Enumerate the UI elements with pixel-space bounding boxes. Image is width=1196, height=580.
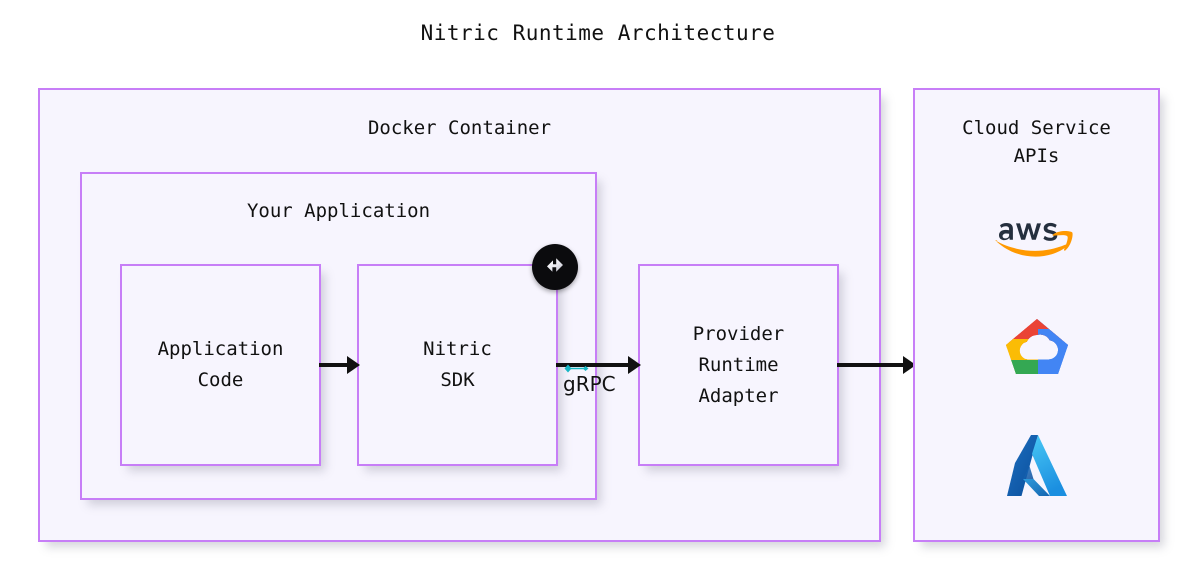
- grpc-edge-handle-icon[interactable]: [564, 363, 590, 374]
- nitric-sdk-label: Nitric SDK: [423, 338, 492, 391]
- application-code-label: Application Code: [157, 338, 284, 391]
- cloud-service-apis-label: Cloud Service APIs: [962, 117, 1111, 167]
- grpc-edge-label: gRPC: [563, 372, 616, 396]
- aws-logo-icon: [915, 200, 1158, 266]
- arrow-adapter-to-cloud-icon: [837, 350, 917, 380]
- arrow-code-to-sdk-icon: [319, 350, 361, 380]
- provider-runtime-adapter-box: Provider Runtime Adapter: [638, 264, 839, 466]
- google-cloud-logo-icon: [915, 312, 1158, 384]
- nitric-sdk-box: Nitric SDK: [357, 244, 578, 466]
- cloud-service-apis-box: Cloud Service APIs: [913, 88, 1160, 542]
- provider-runtime-adapter-label: Provider Runtime Adapter: [692, 322, 785, 407]
- nitric-logo-badge-icon: [532, 244, 578, 290]
- azure-logo-icon: [915, 428, 1158, 504]
- your-application-label: Your Application: [246, 200, 431, 222]
- application-code-box: Application Code: [120, 264, 321, 466]
- page-title: Nitric Runtime Architecture: [420, 21, 776, 45]
- docker-container-label: Docker Container: [367, 117, 552, 139]
